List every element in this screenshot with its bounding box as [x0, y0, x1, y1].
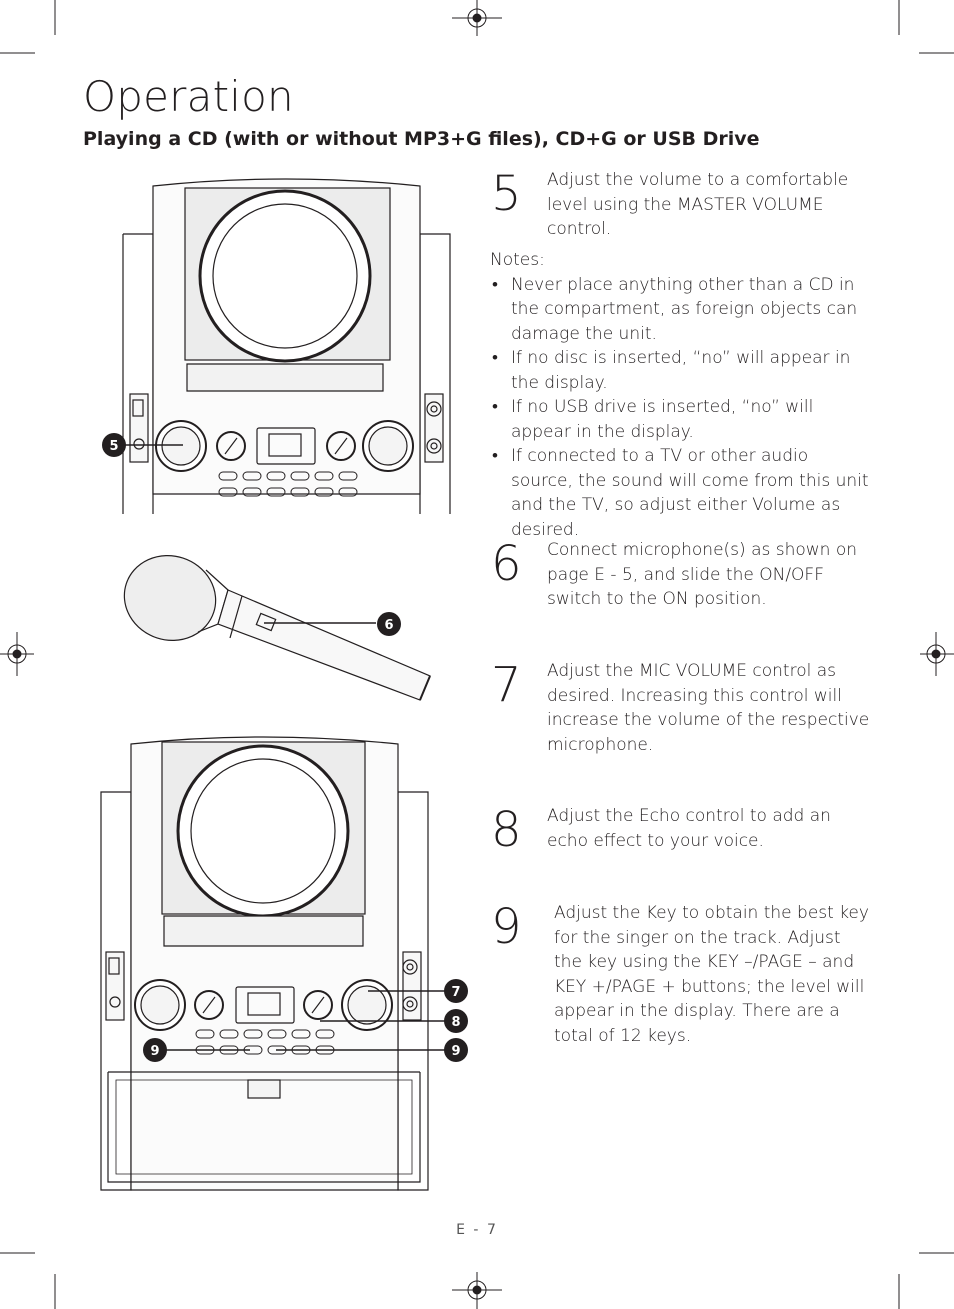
note-item: Never place anything other than a CD in … [490, 273, 870, 347]
note-item: If no USB drive is inserted, “no” will a… [490, 395, 870, 444]
step-9-text: Adjust the Key to obtain the best key fo… [554, 903, 869, 1046]
notes-list: Never place anything other than a CD in … [490, 273, 870, 543]
callout-8-label: 8 [451, 1015, 460, 1030]
step-6-number: 6 [491, 536, 522, 592]
registration-mark-left [0, 632, 34, 676]
note-item: If connected to a TV or other audio sour… [490, 444, 870, 542]
step-5-text: Adjust the volume to a comfortable level… [547, 170, 849, 239]
callout-7: 7 [444, 979, 468, 1003]
step-6-text: Connect microphone(s) as shown on page E… [547, 540, 858, 609]
page-subtitle: Playing a CD (with or without MP3+G file… [83, 128, 760, 150]
registration-mark-right [920, 632, 954, 676]
step-5-number: 5 [491, 166, 522, 222]
karaoke-unit-illustration-full [100, 736, 448, 1191]
callout-7-label: 7 [451, 985, 460, 1000]
page-number: E - 7 [456, 1222, 498, 1238]
step-7-number: 7 [491, 657, 522, 713]
registration-mark-bottom [452, 1272, 502, 1309]
step-7-text: Adjust the MIC VOLUME control as desired… [547, 661, 870, 755]
page-title: Operation [83, 72, 294, 121]
step-8-text: Adjust the Echo control to add an echo e… [547, 806, 831, 851]
callout-8: 8 [444, 1009, 468, 1033]
notes-heading: Notes: [490, 250, 545, 270]
notes-section: Notes: Never place anything other than a… [490, 248, 870, 542]
karaoke-unit-illustration-master-volume [114, 178, 451, 514]
callout-9-left-label: 9 [150, 1044, 159, 1059]
callout-6-label: 6 [384, 618, 393, 633]
callout-6: 6 [377, 612, 401, 636]
microphone-illustration [123, 555, 431, 701]
callout-5-label: 5 [109, 439, 118, 454]
note-item: If no disc is inserted, “no” will appear… [490, 346, 870, 395]
callout-5: 5 [102, 433, 126, 457]
callout-9-left: 9 [143, 1038, 167, 1062]
step-9-number: 9 [491, 899, 522, 955]
callout-9-right-label: 9 [451, 1044, 460, 1059]
registration-mark-top [452, 0, 502, 36]
step-8-number: 8 [491, 802, 522, 858]
callout-9-right: 9 [444, 1038, 468, 1062]
